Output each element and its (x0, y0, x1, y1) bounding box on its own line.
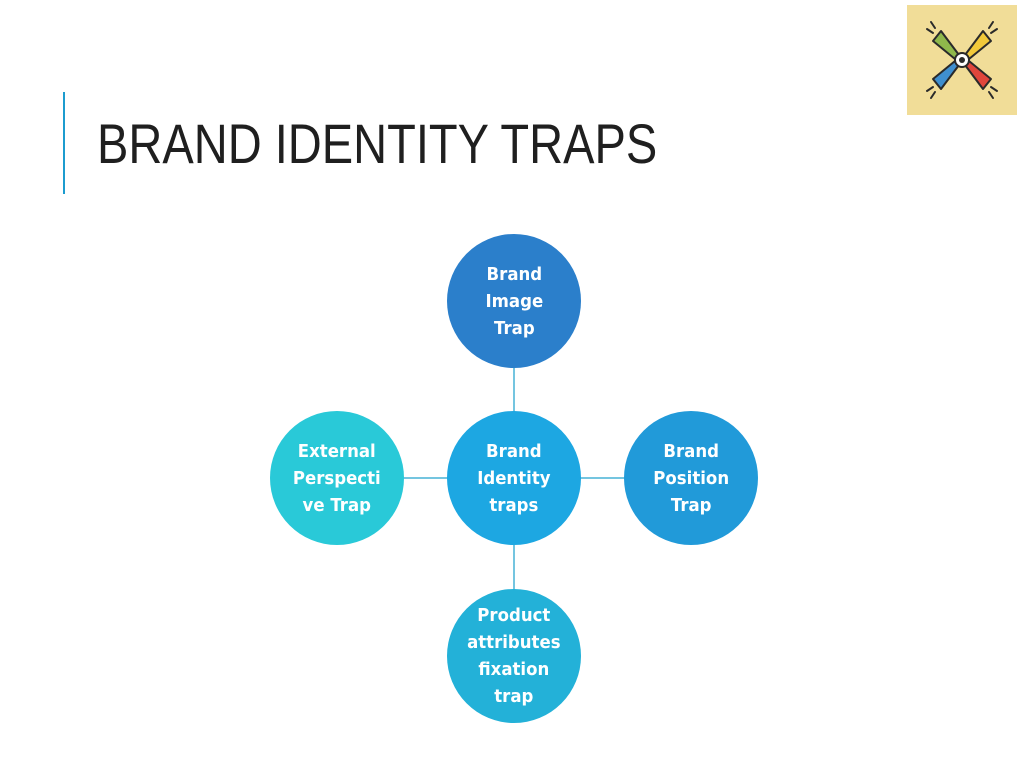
connector-left (402, 477, 448, 479)
connector-right (580, 477, 626, 479)
node-label: Brand Identity traps (477, 440, 551, 516)
node-label: External Perspecti ve Trap (293, 440, 381, 516)
connector-top (513, 367, 515, 413)
logo (907, 5, 1017, 115)
node-brand-identity-traps: Brand Identity traps (447, 411, 581, 545)
slide-title: BRAND IDENTITY TRAPS (97, 112, 658, 175)
node-label: Brand Image Trap (485, 263, 543, 339)
node-label: Brand Position Trap (653, 440, 729, 516)
title-accent-bar (63, 92, 65, 194)
four-megaphones-icon (926, 21, 998, 99)
connector-bottom (513, 545, 515, 591)
node-label: Product attributes fixation trap (467, 605, 561, 707)
node-external-perspective-trap: External Perspecti ve Trap (270, 411, 404, 545)
node-product-attributes-fixation-trap: Product attributes fixation trap (447, 589, 581, 723)
node-brand-position-trap: Brand Position Trap (624, 411, 758, 545)
node-brand-image-trap: Brand Image Trap (447, 234, 581, 368)
